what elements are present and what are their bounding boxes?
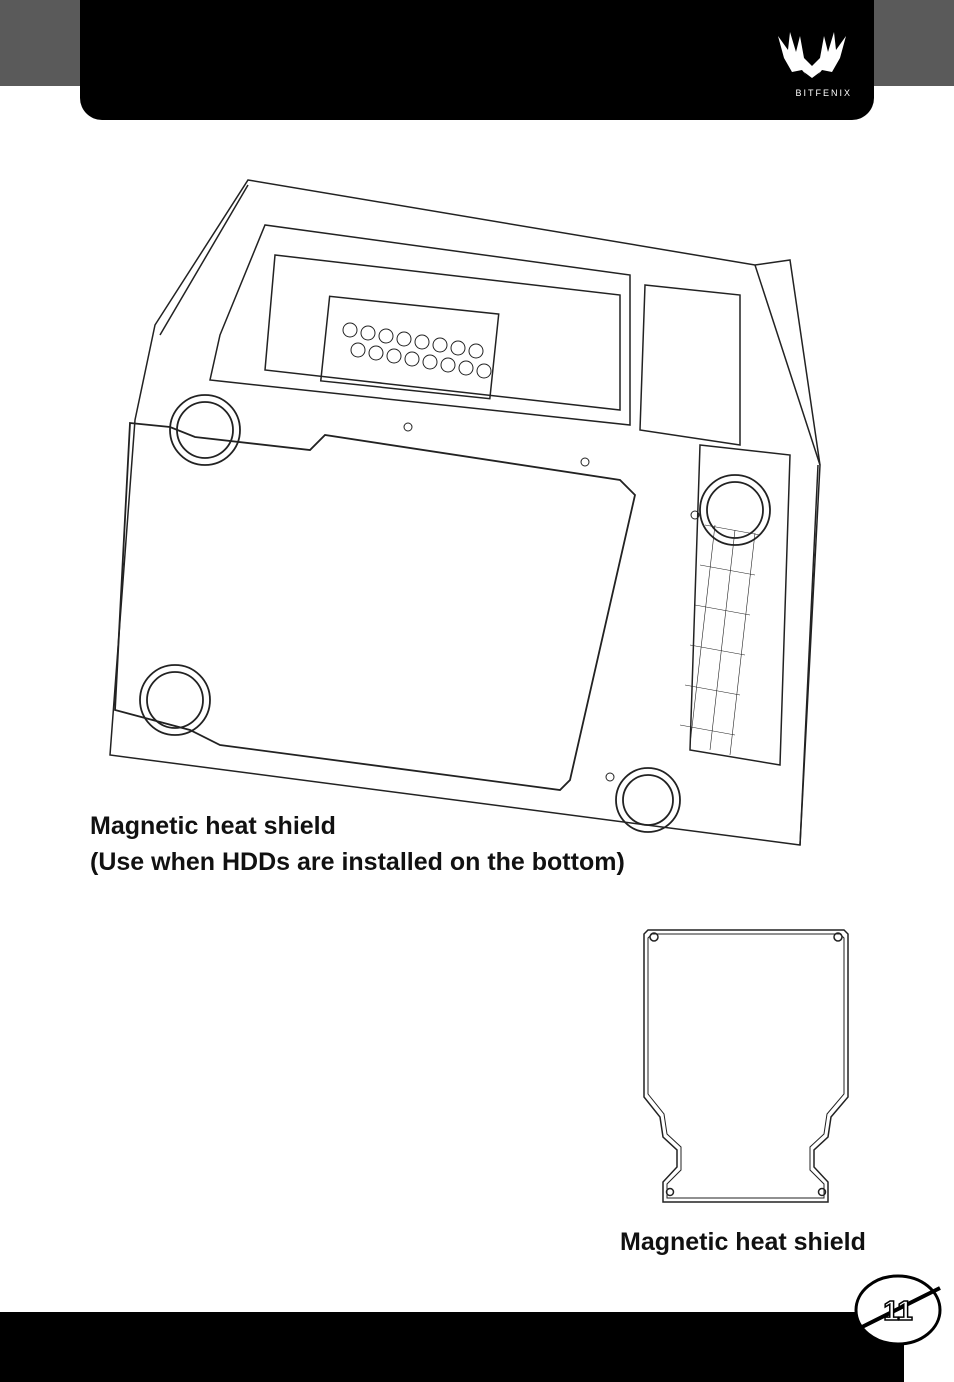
main-caption-line2: (Use when HDDs are installed on the bott… bbox=[90, 848, 625, 876]
page-number-badge: 11 bbox=[854, 1274, 942, 1346]
bitfenix-logo-icon bbox=[778, 32, 846, 84]
heat-shield-illustration bbox=[643, 929, 849, 1203]
logo-text: BITFENIX bbox=[795, 88, 852, 98]
header-bar: BITFENIX bbox=[80, 0, 874, 120]
footer-bar bbox=[0, 1312, 904, 1382]
main-caption: Magnetic heat shield (Use when HDDs are … bbox=[90, 808, 625, 880]
page-number: 11 bbox=[883, 1295, 913, 1326]
corner-tab-left bbox=[0, 0, 82, 86]
shield-caption: Magnetic heat shield bbox=[620, 1228, 866, 1256]
main-caption-line1: Magnetic heat shield bbox=[90, 812, 336, 840]
corner-tab-right bbox=[874, 0, 954, 86]
case-illustration bbox=[109, 179, 821, 846]
